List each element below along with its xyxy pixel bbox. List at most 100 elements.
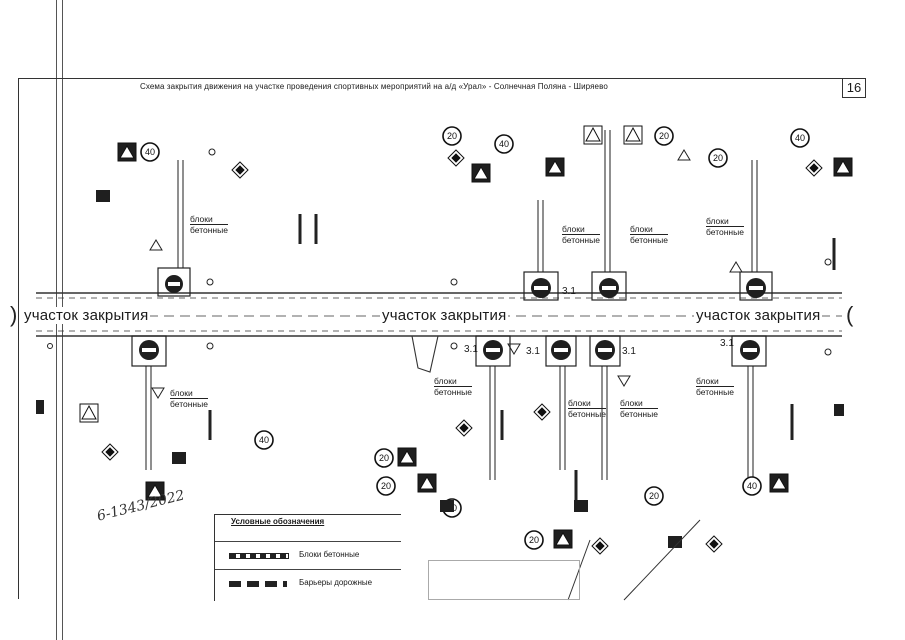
sign-number-label: 3.1 <box>464 344 478 355</box>
speed-value: 40 <box>795 133 805 143</box>
speed-limit-sign-icon: 40 <box>494 134 514 154</box>
road-barriers <box>208 214 836 500</box>
speed-limit-sign-icon: 20 <box>442 126 462 146</box>
speed-value: 40 <box>499 139 509 149</box>
no-entry-sign-icon <box>740 340 760 360</box>
warning-triangle-icon <box>833 157 853 177</box>
speed-value: 20 <box>659 131 669 141</box>
legend: Условные обозначения Блоки бетонные Барь… <box>214 514 401 601</box>
no-entry-sign-icons <box>139 275 766 360</box>
blocks-note-line2: бетонные <box>562 235 600 245</box>
scheme-sheet <box>18 78 861 599</box>
speed-limit-sign-icon: 20 <box>644 486 664 506</box>
road-barriers-swatch <box>229 581 287 587</box>
no-entry-sign-icon <box>165 275 183 293</box>
blocks-note-line1: блоки <box>434 376 472 387</box>
blocks-note-line1: блоки <box>562 224 600 235</box>
blocks-note: блоки бетонные <box>190 214 228 235</box>
blocks-note: блоки бетонные <box>630 224 668 245</box>
blocks-note: блоки бетонные <box>696 376 734 397</box>
legend-item: Блоки бетонные <box>215 541 401 570</box>
warning-triangle-icon <box>583 125 603 145</box>
blocks-note-line2: бетонные <box>620 409 658 419</box>
blocks-note: блоки бетонные <box>170 388 208 409</box>
blocks-note-line2: бетонные <box>190 225 228 235</box>
priority-diamond-icon <box>705 535 723 553</box>
no-entry-sign-icon <box>595 340 615 360</box>
priority-diamond-icon <box>101 443 119 461</box>
speed-limit-signs: 40 20 40 20 40 20 20 20 20 40 40 20 20 <box>140 126 810 550</box>
sign-number-label: 3.1 <box>622 346 636 357</box>
speed-value: 20 <box>379 453 389 463</box>
speed-value: 20 <box>713 153 723 163</box>
blocks-note-line2: бетонные <box>170 399 208 409</box>
blocks-note-line1: блоки <box>630 224 668 235</box>
concrete-block-frames <box>131 267 773 367</box>
warning-triangle-icon <box>145 481 165 501</box>
speed-value: 40 <box>145 147 155 157</box>
side-roads <box>145 130 758 480</box>
warning-triangle-icon <box>397 447 417 467</box>
legend-title: Условные обозначения <box>231 517 325 526</box>
blocks-note: блоки бетонные <box>706 216 744 237</box>
sign-number-label: 3.1 <box>526 346 540 357</box>
diagonal-hatch <box>567 519 701 601</box>
priority-diamond-icon <box>533 403 551 421</box>
blocks-note-line1: блоки <box>696 376 734 387</box>
priority-diamond-icon <box>447 149 465 167</box>
speed-value: 20 <box>381 481 391 491</box>
legend-item-label: Барьеры дорожные <box>299 578 373 587</box>
blocks-note-line1: блоки <box>190 214 228 225</box>
warning-triangle-icon <box>769 473 789 493</box>
blocks-note: блоки бетонные <box>620 398 658 419</box>
blocks-note-line1: блоки <box>706 216 744 227</box>
warning-triangle-icon <box>545 157 565 177</box>
warning-triangle-icon <box>623 125 643 145</box>
legend-item-label: Блоки бетонные <box>299 550 360 559</box>
speed-value: 20 <box>649 491 659 501</box>
warning-triangle-icon <box>471 163 491 183</box>
page-number: 16 <box>842 78 866 98</box>
approval-stamp <box>428 560 580 600</box>
blocks-note: блоки бетонные <box>434 376 472 397</box>
page-title: Схема закрытия движения на участке прове… <box>140 82 608 91</box>
dark-markers <box>36 190 844 548</box>
speed-limit-sign-icon: 20 <box>654 126 674 146</box>
no-entry-sign-icon <box>599 278 619 298</box>
blocks-note: блоки бетонные <box>562 224 600 245</box>
speed-value: 20 <box>447 131 457 141</box>
blocks-note-line2: бетонные <box>696 387 734 397</box>
warning-triangle-icon <box>117 142 137 162</box>
post-dots <box>47 148 832 356</box>
priority-diamond-icon <box>805 159 823 177</box>
small-triangles <box>149 149 743 399</box>
blocks-note-line1: блоки <box>170 388 208 399</box>
road-end-bracket-right: ( <box>846 302 854 327</box>
speed-limit-sign-icon: 40 <box>254 430 274 450</box>
priority-diamond-icon <box>455 419 473 437</box>
blocks-note-line2: бетонные <box>434 387 472 397</box>
blocks-note-line1: блоки <box>620 398 658 409</box>
speed-value: 40 <box>747 481 757 491</box>
no-entry-sign-icon <box>483 340 503 360</box>
concrete-blocks-swatch <box>229 553 289 559</box>
warning-triangle-icon <box>79 403 99 423</box>
speed-limit-sign-icon: 20 <box>708 148 728 168</box>
priority-diamonds <box>101 149 823 555</box>
priority-diamond-icon <box>231 161 249 179</box>
blocks-note-line2: бетонные <box>568 409 606 419</box>
warning-sign-icons <box>79 125 853 549</box>
closure-label: участок закрытия <box>380 307 509 324</box>
svg-text:40: 40 <box>259 435 269 445</box>
speed-limit-sign-icon: 40 <box>140 142 160 162</box>
warning-triangle-icon <box>553 529 573 549</box>
blocks-note-line2: бетонные <box>630 235 668 245</box>
closure-label: участок закрытия <box>694 307 823 324</box>
priority-diamond-icon <box>591 537 609 555</box>
no-entry-sign-icon <box>139 340 159 360</box>
no-entry-sign-icon <box>746 278 766 298</box>
no-entry-sign-icon <box>531 278 551 298</box>
no-entry-sign-icon <box>551 340 571 360</box>
speed-limit-sign-icon: 20 <box>376 476 396 496</box>
